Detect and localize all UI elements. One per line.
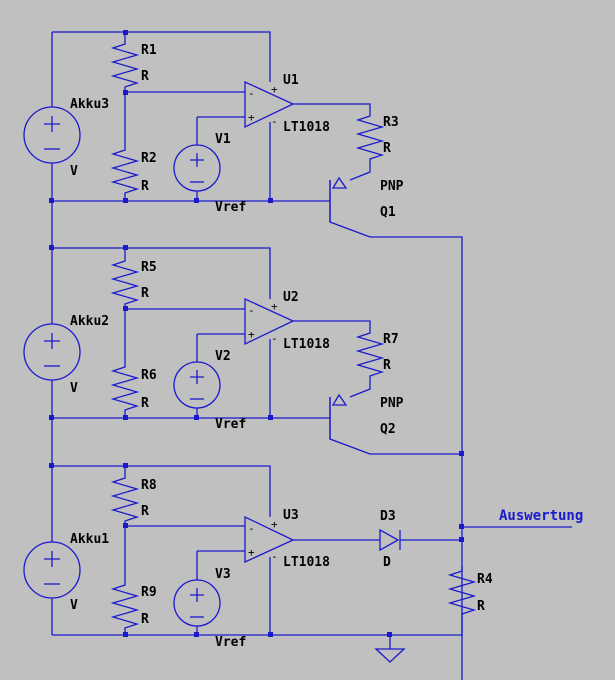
label-u1-type: LT1018 [283,120,330,135]
label-r5-value: R [141,286,149,301]
junctions [49,245,464,456]
battery-akku2 [23,323,81,381]
label-r6: R6 [141,368,157,383]
wire [52,31,271,82]
label-r4-value: R [477,599,485,614]
battery-plus-sign [44,116,60,132]
label-r4: R4 [477,572,493,587]
opamp-pin-minus: - [271,332,278,345]
label-akku2-value: V [70,381,78,396]
opamp-pin-minus: - [271,115,278,128]
resistor-r5 [110,255,140,309]
label-u2: U2 [283,290,299,305]
stage-akku1: + - - + R8 R R9 R R4 R Akku1 V V3 U3 LT1… [23,463,583,663]
label-akku2: Akku2 [70,314,109,329]
label-r1-value: R [141,69,149,84]
label-akku3: Akku3 [70,97,109,112]
label-v3: V3 [215,567,231,582]
battery-akku3 [23,106,81,164]
junctions [49,30,273,203]
opamp-pin-minus: - [271,550,278,563]
resistor-r9 [110,580,140,632]
wire [196,116,245,201]
wire [196,550,245,635]
label-vref-3: Vref [215,635,246,650]
stage-akku2: + - - + R5 R R6 R R7 R Akku2 V V2 U2 LT1… [23,245,464,466]
label-akku1: Akku1 [70,532,109,547]
label-r5: R5 [141,260,157,275]
label-r3: R3 [383,115,399,130]
source-plus-sign [190,588,204,602]
source-v3 [173,579,221,627]
label-r8: R8 [141,478,157,493]
opamp-in-minus: - [248,522,255,535]
battery-plus-sign [44,551,60,567]
label-u3: U3 [283,508,299,523]
resistor-r1 [110,38,140,92]
diode-d3 [379,528,401,552]
source-v1 [173,144,221,192]
stage-akku3: + - - + R1 R R2 R R3 R Akku3 V V1 U1 LT1… [23,30,463,680]
label-q1-type: PNP [380,179,404,194]
opamp-pin-plus: + [271,300,278,313]
label-vref-1: Vref [215,200,246,215]
label-r6-value: R [141,396,149,411]
label-q2: Q2 [380,422,396,437]
junctions [49,463,464,637]
opamp-in-plus: + [248,111,255,124]
resistor-r6 [110,362,140,414]
label-r2: R2 [141,151,157,166]
opamp-u3 [244,515,295,564]
label-d3: D3 [380,509,396,524]
label-d3-value: D [383,555,391,570]
label-v2: V2 [215,349,231,364]
wire [52,247,271,299]
resistor-r8 [110,472,140,526]
resistor-r7 [355,327,385,385]
label-r1: R1 [141,43,157,58]
transistor-q1-arrow [331,176,348,189]
opamp-in-plus: + [248,546,255,559]
opamp-pin-plus: + [271,83,278,96]
label-v1: V1 [215,132,231,147]
opamp-in-plus: + [248,328,255,341]
label-u1: U1 [283,73,299,88]
label-r7: R7 [383,332,399,347]
opamp-in-minus: - [248,304,255,317]
label-akku3-value: V [70,164,78,179]
ground-icon [374,648,406,663]
source-v2 [173,361,221,409]
label-u2-type: LT1018 [283,337,330,352]
source-plus-sign [190,370,204,384]
battery-akku1 [23,541,81,599]
label-r8-value: R [141,504,149,519]
label-q1: Q1 [380,205,396,220]
opamp-in-minus: - [248,87,255,100]
resistor-r4 [447,566,477,632]
wire [293,320,371,398]
wire [52,465,271,517]
battery-plus-sign [44,333,60,349]
label-r9-value: R [141,612,149,627]
resistor-r2 [110,145,140,197]
label-vref-2: Vref [215,417,246,432]
source-plus-sign [190,153,204,167]
label-r7-value: R [383,358,391,373]
opamp-pin-plus: + [271,518,278,531]
opamp-u2 [244,297,295,346]
label-r9: R9 [141,585,157,600]
net-label-auswertung: Auswertung [499,508,583,524]
resistor-r3 [355,110,385,168]
label-u3-type: LT1018 [283,555,330,570]
wire [329,180,463,680]
wire [196,333,245,418]
transistor-q2-arrow [331,393,348,406]
label-r2-value: R [141,179,149,194]
label-akku1-value: V [70,598,78,613]
label-r3-value: R [383,141,391,156]
label-q2-type: PNP [380,396,404,411]
wire [293,103,371,181]
opamp-u1 [244,80,295,129]
